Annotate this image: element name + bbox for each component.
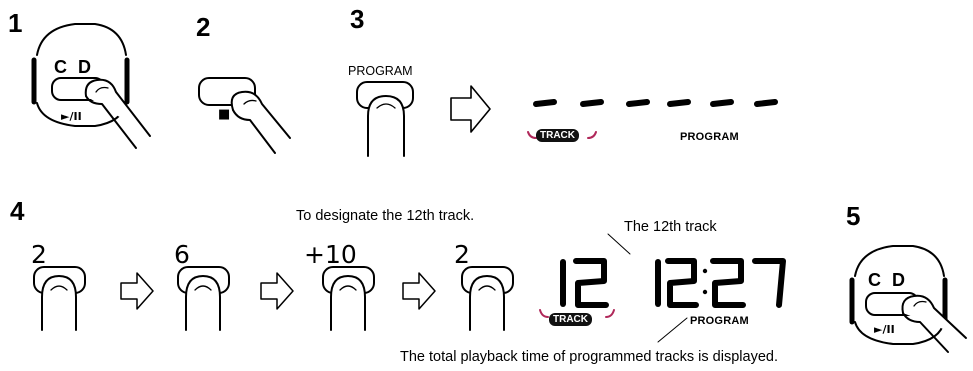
finger-press-step3 — [367, 95, 405, 157]
key-button-2 — [33, 266, 86, 331]
cd-label-step1: C D — [54, 57, 94, 77]
key-label-2: 6 — [174, 240, 190, 269]
program-indicator-step3: PROGRAM — [680, 131, 739, 143]
callout-line-time — [657, 317, 688, 343]
finger-press-step1 — [84, 78, 151, 149]
arrow-right-step3 — [450, 85, 491, 133]
play-pause-label-step5: ►/II — [874, 323, 895, 336]
key-label-3: +10 — [304, 240, 357, 269]
step-number-5: 5 — [846, 201, 861, 231]
arrow-right-4b — [260, 272, 294, 310]
track-badge-step4: TRACK — [549, 313, 592, 326]
finger-press-step2 — [230, 90, 291, 154]
track-badge-step3: TRACK — [536, 129, 579, 142]
program-button-label: PROGRAM — [348, 64, 413, 78]
cd-label-step5: C D — [868, 270, 908, 290]
track-bracket-step4 — [539, 309, 615, 318]
track-bracket-step3 — [527, 131, 597, 139]
step-number-1: 1 — [8, 8, 23, 38]
finger-press-step5 — [901, 294, 967, 353]
cd-control-dial-step5 — [849, 245, 948, 345]
step-number-2: 2 — [196, 12, 211, 42]
play-pause-label-step1: ►/II — [61, 110, 82, 123]
time-colon — [702, 268, 708, 295]
key-button-6 — [177, 266, 230, 331]
display-blank-segments — [533, 99, 778, 107]
callout-line-track — [607, 233, 631, 255]
step-number-3: 3 — [350, 4, 365, 34]
step-number-4: 4 — [10, 196, 25, 226]
key-button-2-again — [461, 266, 514, 331]
arrow-right-4a — [120, 272, 154, 310]
key-label-1: 2 — [31, 240, 47, 269]
key-button-plus10 — [322, 266, 375, 331]
key-label-4: 2 — [454, 240, 470, 269]
segment-track-number — [560, 258, 609, 308]
segment-playback-time — [655, 258, 786, 308]
stop-symbol: ■ — [218, 107, 231, 122]
arrow-right-4c — [402, 272, 436, 310]
program-indicator-step4: PROGRAM — [690, 315, 749, 327]
caption-designate: To designate the 12th track. — [296, 208, 475, 224]
caption-total-time: The total playback time of programmed tr… — [400, 349, 778, 365]
callout-track-label: The 12th track — [624, 219, 717, 235]
